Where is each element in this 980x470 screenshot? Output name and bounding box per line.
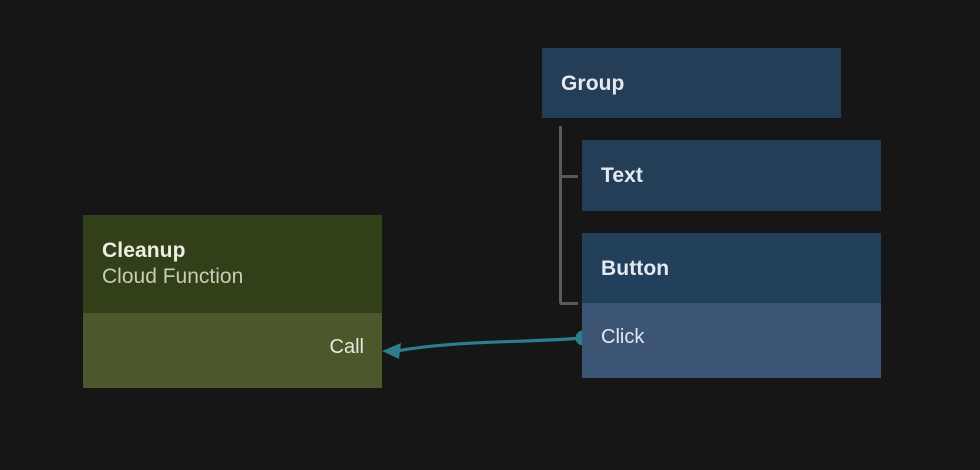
node-group-title: Group	[561, 71, 625, 95]
node-button[interactable]: Button Click	[582, 233, 881, 378]
node-cloud-function-subtitle: Cloud Function	[102, 265, 244, 288]
edge-arrowhead	[382, 343, 401, 359]
port-call[interactable]: Call	[329, 336, 364, 358]
node-button-header[interactable]: Button	[582, 233, 881, 303]
node-text[interactable]: Text	[582, 140, 881, 211]
node-text-title: Text	[601, 164, 644, 187]
node-cloud-function-body: Call	[83, 313, 382, 388]
port-click[interactable]: Click	[601, 326, 645, 348]
edge-path	[394, 336, 585, 353]
node-text-header[interactable]: Text	[582, 140, 881, 211]
node-group[interactable]: Group	[542, 48, 841, 118]
node-group-header[interactable]: Group	[542, 48, 841, 118]
node-cloud-function-header[interactable]: Cleanup Cloud Function	[83, 215, 382, 313]
node-button-body: Click	[582, 303, 881, 378]
node-cloud-function[interactable]: Cleanup Cloud Function Call	[83, 215, 382, 388]
node-button-title: Button	[601, 256, 670, 280]
node-cloud-function-title: Cleanup	[102, 239, 186, 262]
